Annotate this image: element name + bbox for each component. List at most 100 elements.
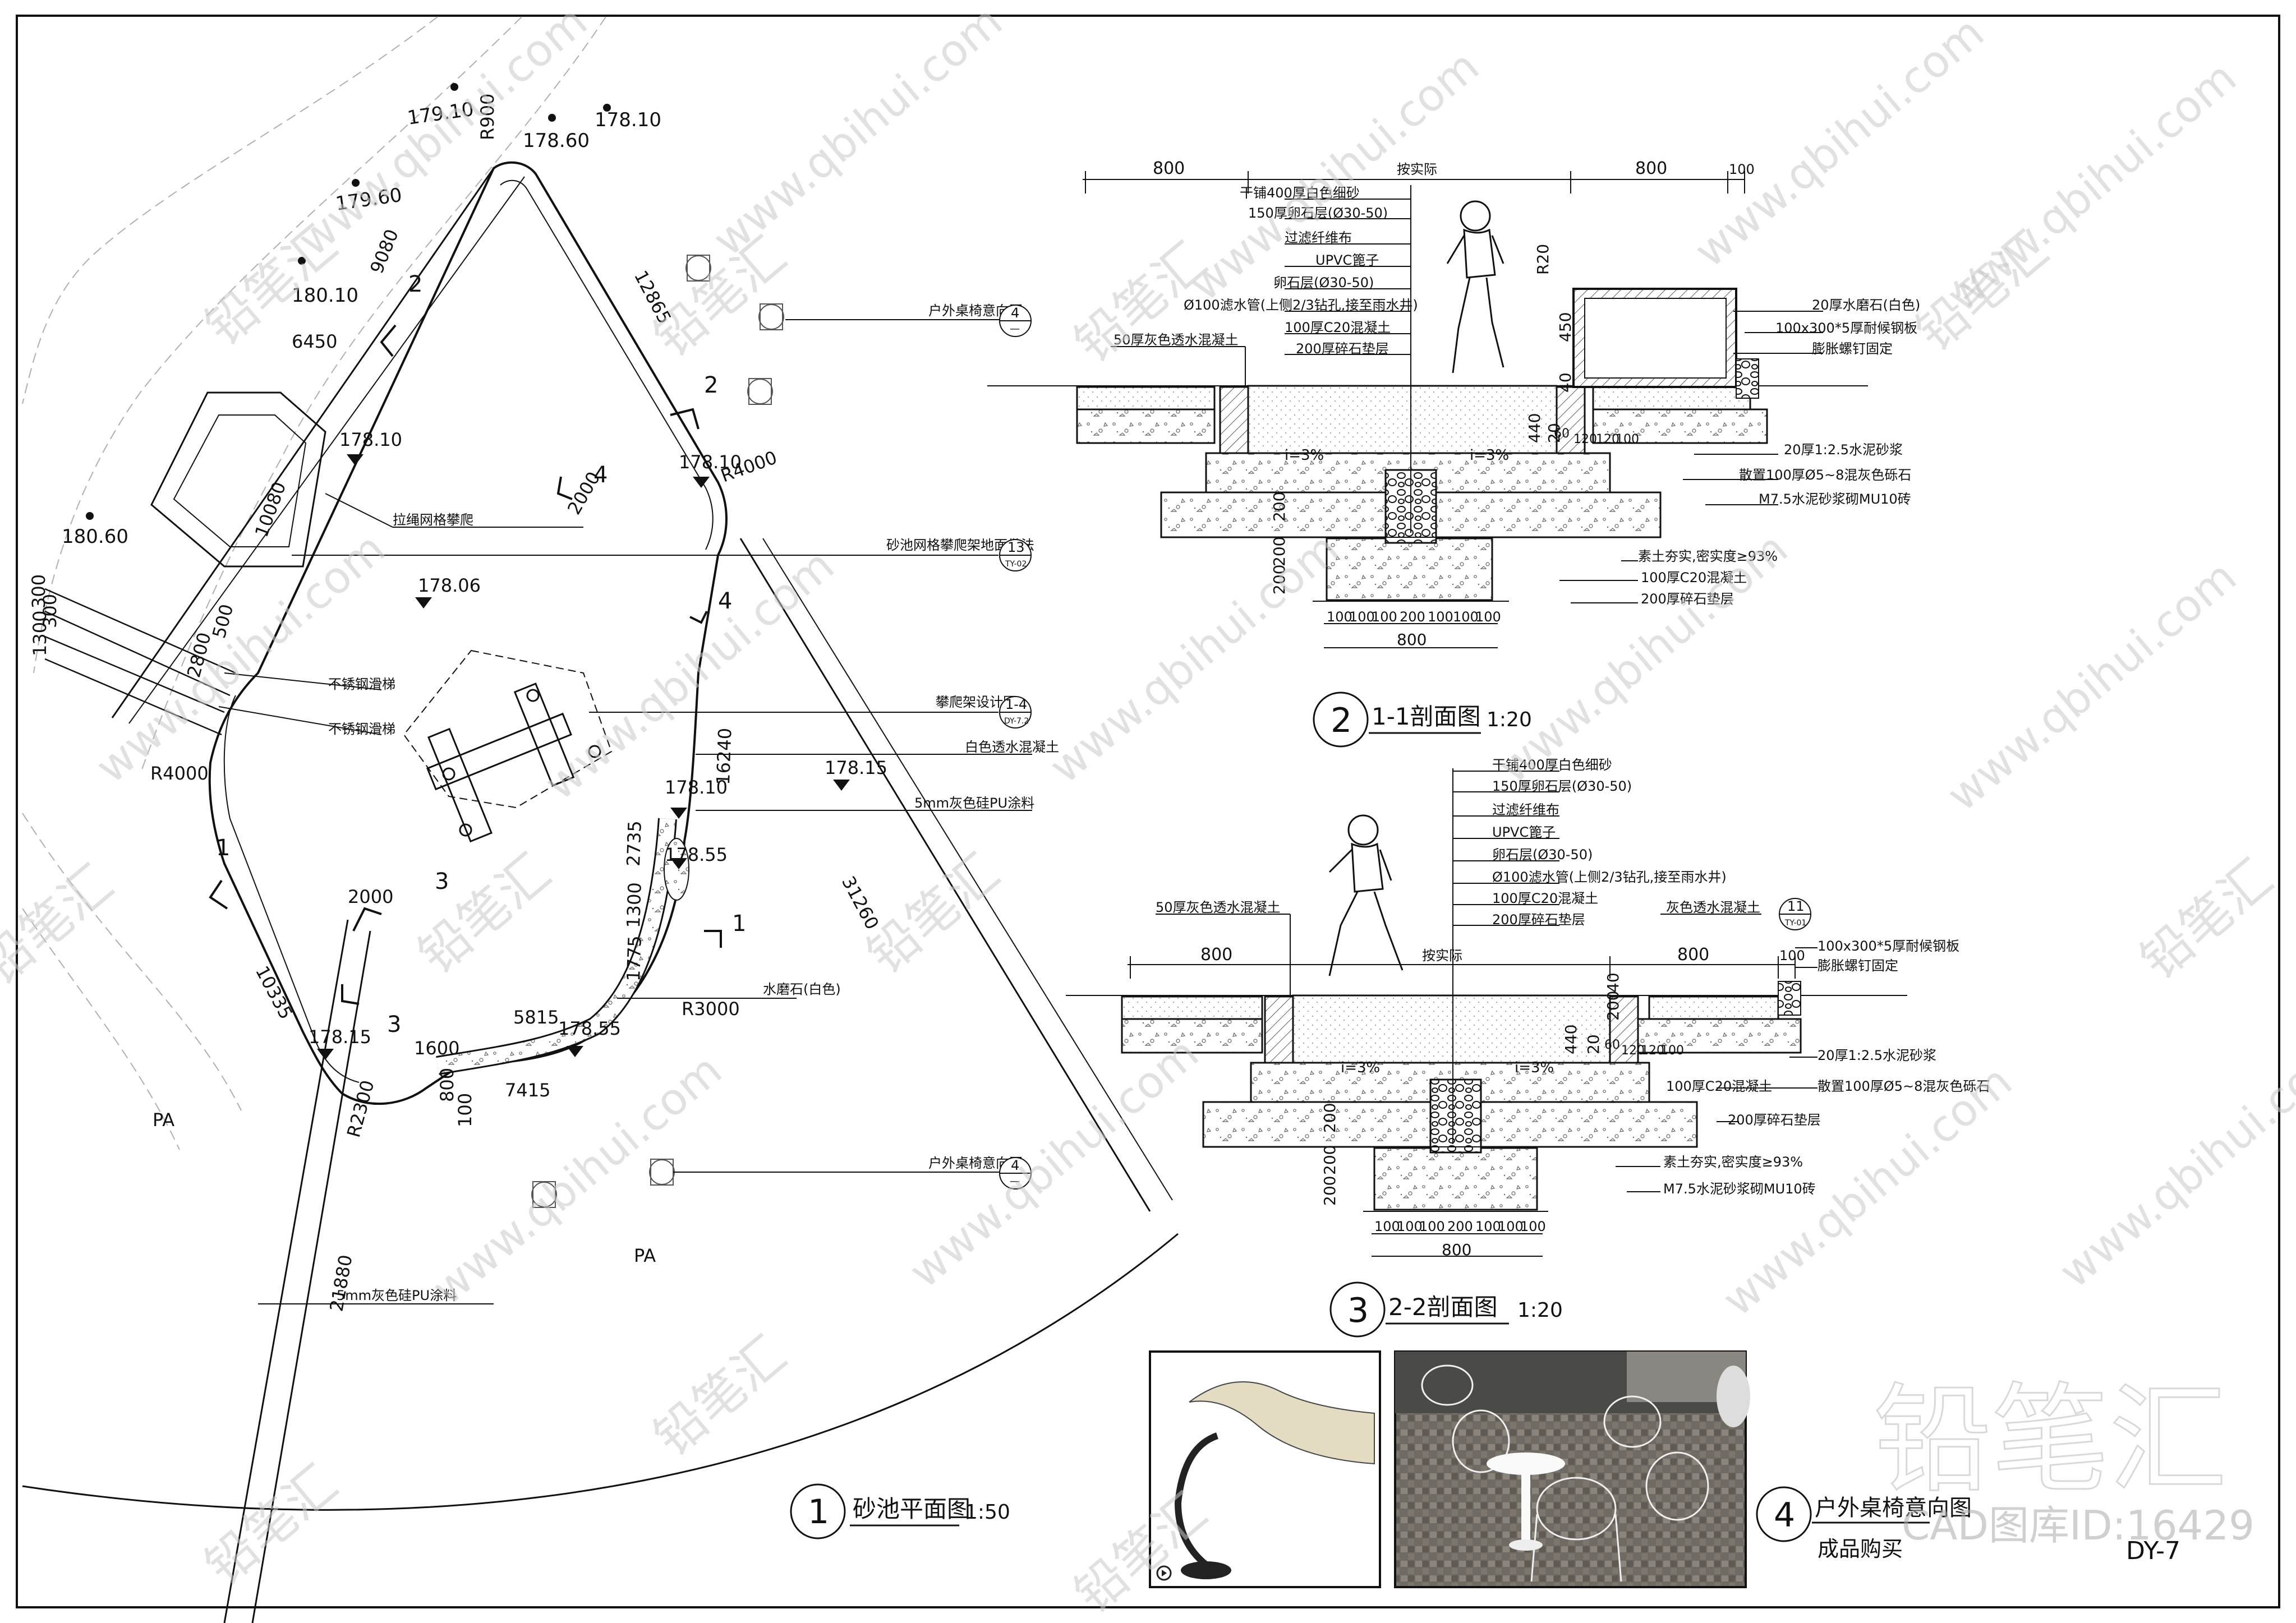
dimension-label: 200 <box>1320 1103 1339 1133</box>
photo-title-num: 4 <box>1774 1496 1795 1535</box>
layer-label: 散置100厚Ø5~8混灰色砾石 <box>1818 1078 1990 1094</box>
slope-label: i=3% <box>1285 447 1324 464</box>
layer-label: 100厚C20混凝土 <box>1641 570 1747 585</box>
watermark-url: www.qbihui.com <box>1685 7 1993 277</box>
dimension-label: 100 <box>1520 1219 1546 1234</box>
dimension-label: 800 <box>1635 159 1667 178</box>
layer-label: 膨胀螺钉固定 <box>1812 341 1893 357</box>
dimension-label: 按实际 <box>1422 948 1462 963</box>
sand-bed <box>1292 994 1611 1075</box>
layer-label: 200厚碎石垫层 <box>1492 912 1585 928</box>
dimension-label: 440 <box>1525 413 1544 443</box>
dimension-label: 2735 <box>623 820 646 867</box>
slope-label: i=3% <box>1341 1059 1380 1076</box>
watermark-brand: 铅笔汇 <box>2130 849 2284 991</box>
plan-title-num: 1 <box>808 1492 829 1532</box>
dimension-label: 100 <box>1397 1219 1423 1234</box>
dimension-label: 100 <box>1327 609 1352 625</box>
slope-label: i=3% <box>1470 447 1509 464</box>
dimension-label: 100 <box>1616 432 1639 446</box>
dimension-label: 300 <box>39 594 61 628</box>
layer-label: 100厚C20混凝土 <box>1492 891 1598 906</box>
dimension-label: 200 <box>1270 492 1289 522</box>
dimension-label: 200 <box>1270 537 1289 566</box>
watermark-brand: 铅笔汇 <box>1906 220 2059 363</box>
layer-label: 卵石层(Ø30-50) <box>1492 847 1593 863</box>
dimension-label: 120 <box>1641 1044 1664 1058</box>
dimension-label: 1775 <box>623 935 646 982</box>
elevation-label: 178.15 <box>825 757 887 778</box>
plan-label: 不锈钢滑梯 <box>328 721 395 737</box>
section-title: 2-2剖面图 <box>1388 1293 1498 1321</box>
section-1-1: 800 按实际 800 100 i=3% i=3 <box>987 159 1920 748</box>
dimension-label: R20 <box>1534 244 1552 275</box>
elevation-label: 178.10 <box>665 777 728 798</box>
dimension-label: R900 <box>477 94 498 140</box>
section-marker-label: 2 <box>704 372 718 398</box>
dimension-label: 40 <box>1556 372 1575 393</box>
callout-num: 11 <box>1787 898 1805 914</box>
watermark-brand: 铅笔汇 <box>643 1325 797 1468</box>
layer-label: 50厚灰色透水混凝土 <box>1156 900 1281 915</box>
drain-pebbles <box>1429 1078 1482 1154</box>
plan-label: 拉绳网格攀爬 <box>393 512 473 528</box>
elevation-label: 178.06 <box>418 575 481 596</box>
dimension-label: 800 <box>1153 159 1185 178</box>
layer-label: 过滤纤维布 <box>1285 230 1352 246</box>
layer-label: 150厚卵石层(Ø30-50) <box>1492 778 1632 794</box>
watermark-url: www.qbihui.com <box>1180 41 1488 311</box>
child-figure-icon <box>1328 814 1404 976</box>
dimension-label: 100 <box>1374 1219 1400 1234</box>
section-marker-label: 4 <box>718 588 732 614</box>
dimension-label: 200 <box>1320 1176 1339 1206</box>
watermark-brand: 铅笔汇 <box>857 843 1010 985</box>
watermark-url: www.qbihui.com <box>423 1045 731 1315</box>
section-title-num: 2 <box>1331 701 1352 740</box>
elevation-label: 178.15 <box>309 1026 371 1048</box>
dimension-label: 800 <box>1442 1241 1471 1259</box>
plan-view: 179.10 178.60 178.10 179.60 180.10 180.6… <box>22 16 1179 1623</box>
layer-label: 100厚C20混凝土 <box>1666 1078 1772 1094</box>
dimension-label: 100 <box>1349 609 1375 625</box>
layer-label: M7.5水泥砂浆砌MU10砖 <box>1663 1181 1816 1197</box>
layer-label: Ø100滤水管(上侧2/3钻孔,接至雨水井) <box>1184 297 1418 313</box>
layer-label: M7.5水泥砂浆砌MU10砖 <box>1759 491 1911 507</box>
dimension-label: 100 <box>1729 162 1755 177</box>
dimension-label: 20 <box>1545 423 1563 443</box>
sheet-border <box>16 15 2280 1608</box>
callout-sheet: TY-01 <box>1784 919 1806 928</box>
callout-sheet: DY-7.2 <box>1004 717 1029 726</box>
dimension-label: 450 <box>1556 312 1575 342</box>
dimension-label: 200 <box>1320 1145 1339 1175</box>
plan-label: 水磨石(白色) <box>763 981 841 997</box>
dimension-label: 1600 <box>414 1038 459 1059</box>
layer-label: 200厚碎石垫层 <box>1641 591 1734 607</box>
dimension-label: 440 <box>1562 1025 1580 1054</box>
dimension-label: 40 <box>1604 972 1622 993</box>
dimension-label: 800 <box>1200 945 1232 965</box>
layer-label: 素土夯实,密实度≥93% <box>1663 1154 1803 1170</box>
watermark-brand: 铅笔汇 <box>0 854 124 997</box>
dimension-label: 5815 <box>513 1007 559 1028</box>
layer-label: 200厚碎石垫层 <box>1296 341 1389 357</box>
umbrella-pole <box>1174 1432 1219 1567</box>
layer-label: 膨胀螺钉固定 <box>1818 958 1898 974</box>
dimension-label: 按实际 <box>1397 162 1437 177</box>
plan-label: 5mm灰色硅PU涂料 <box>337 1288 457 1303</box>
elevation-label: 178.10 <box>679 451 742 473</box>
tables-photo <box>1394 1350 1750 1588</box>
elevation-label: 178.55 <box>665 844 728 865</box>
layer-label: UPVC篦子 <box>1492 824 1556 840</box>
watermark-url: www.qbihui.com <box>86 523 394 793</box>
layer-label: Ø100滤水管(上侧2/3钻孔,接至雨水井) <box>1492 869 1727 885</box>
dimension-label: 120 <box>1573 432 1597 446</box>
dimension-label: 800 <box>1397 630 1427 649</box>
section-scale: 1:20 <box>1517 1299 1563 1322</box>
elevation-label: 178.55 <box>558 1018 621 1039</box>
dimension-label: 100 <box>1453 609 1479 625</box>
layer-label: 20厚水磨石(白色) <box>1812 297 1920 313</box>
plan-label: 不锈钢滑梯 <box>328 676 395 692</box>
layer-label: 100x300*5厚耐候钢板 <box>1818 938 1959 954</box>
dimension-label: 100 <box>1779 948 1805 963</box>
